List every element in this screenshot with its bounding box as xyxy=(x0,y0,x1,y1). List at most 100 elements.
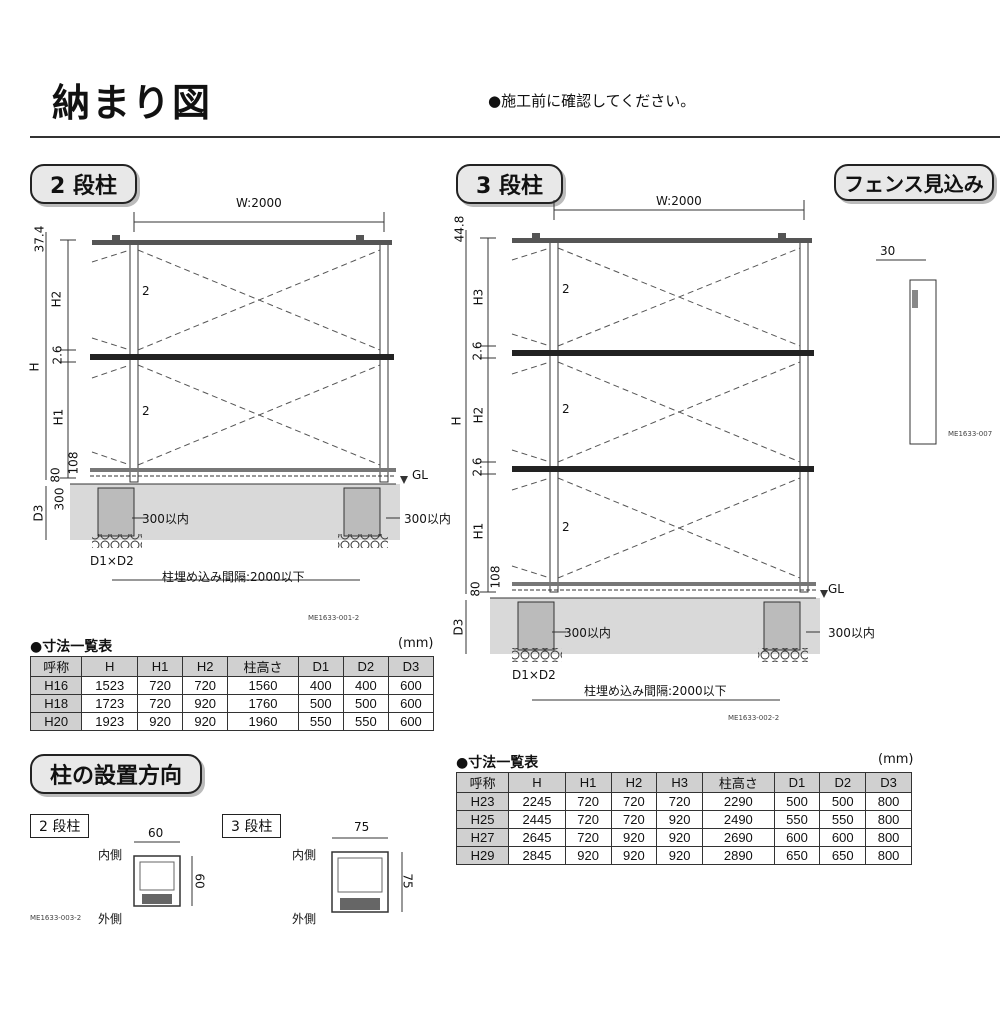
three-tier-gap-b: 2.6 xyxy=(470,457,485,477)
section-fence-depth-label: フェンス見込み xyxy=(834,164,994,201)
two-tier-width-label: W:2000 xyxy=(236,196,282,210)
column-header: D1 xyxy=(297,656,344,677)
table-cell: 720 xyxy=(656,792,704,811)
three-tier-within-300-left: 300以内 xyxy=(564,626,611,640)
table-cell: 1523 xyxy=(81,676,139,695)
table-cell: 550 xyxy=(297,712,344,731)
three-tier-post-spacing: 柱埋め込み間隔:2000以下 xyxy=(584,684,727,698)
table-cell: 600 xyxy=(819,828,867,847)
table-cell: 720 xyxy=(564,810,612,829)
table-cell: 1760 xyxy=(227,694,299,713)
table-cell: 500 xyxy=(297,694,344,713)
table-two-dimensions: 呼称 H H1 H2 柱高さ D1 D2 D3 H16 1523 720 720… xyxy=(29,656,435,731)
column-header: 呼称 xyxy=(29,656,83,677)
three-tier-clearance-bottom: 2 xyxy=(562,520,570,534)
table-three-unit: (mm) xyxy=(878,752,914,767)
fence-depth-value: 30 xyxy=(880,244,896,258)
orientation-inner-label-b: 内側 xyxy=(292,848,317,862)
table-cell: 920 xyxy=(137,712,184,731)
three-tier-width-label: W:2000 xyxy=(656,194,702,208)
table-cell: 2445 xyxy=(508,810,566,829)
table-cell: 500 xyxy=(342,694,389,713)
two-tier-clearance-upper: 2 xyxy=(142,284,150,298)
two-tier-fence-drawing xyxy=(45,212,408,581)
table-row: H29 2845 920 920 920 2890 650 650 800 xyxy=(455,846,912,865)
two-tier-top-offset: 37.4 xyxy=(32,225,47,253)
table-row: H25 2445 720 720 920 2490 550 550 800 xyxy=(455,810,912,829)
table-cell: 2490 xyxy=(702,810,775,829)
three-tier-top-offset: 44.8 xyxy=(452,215,467,243)
column-header: H1 xyxy=(137,656,184,677)
three-tier-gap-a: 2.6 xyxy=(470,341,485,361)
table-three-title: ●寸法一覧表 xyxy=(456,755,539,771)
three-tier-h3-label: H3 xyxy=(471,288,486,306)
table-cell: H27 xyxy=(455,828,510,847)
column-header: H xyxy=(508,772,566,793)
orientation-outer-label-b: 外側 xyxy=(292,912,317,926)
table-cell: 600 xyxy=(387,712,435,731)
two-tier-h2-label: H2 xyxy=(49,290,64,308)
column-header: D2 xyxy=(342,656,389,677)
table-cell: 1960 xyxy=(227,712,299,731)
column-header: H xyxy=(81,656,139,677)
fence-depth-code: ME1633-007 xyxy=(948,430,993,438)
orientation-three-height: 75 xyxy=(400,873,415,889)
two-tier-post-spacing: 柱埋め込み間隔:2000以下 xyxy=(162,570,305,584)
two-tier-within-300-left: 300以内 xyxy=(142,512,189,526)
two-tier-within-300-right: 300以内 xyxy=(404,512,451,526)
orientation-inner-label: 内側 xyxy=(98,848,123,862)
two-tier-hole-size: D1×D2 xyxy=(90,554,134,568)
two-tier-clearance-lower: 2 xyxy=(142,404,150,418)
table-cell: 920 xyxy=(610,828,658,847)
table-cell: 920 xyxy=(656,846,704,865)
three-tier-hole-size: D1×D2 xyxy=(512,668,556,682)
table-cell: 500 xyxy=(819,792,867,811)
header-note: ●施工前に確認してください。 xyxy=(488,92,696,110)
table-cell: 920 xyxy=(656,828,704,847)
table-cell: 1923 xyxy=(81,712,139,731)
three-tier-base-label: 80 xyxy=(468,581,483,597)
post-section-75 xyxy=(331,837,403,913)
table-cell: 800 xyxy=(865,810,912,829)
table-cell: 2245 xyxy=(508,792,566,811)
table-two-unit: (mm) xyxy=(398,636,434,651)
table-cell: 500 xyxy=(773,792,821,811)
three-tier-h2-label: H2 xyxy=(471,406,486,424)
table-cell: 600 xyxy=(387,676,435,695)
two-tier-h1-label: H1 xyxy=(51,408,66,426)
table-cell: 720 xyxy=(137,694,184,713)
two-tier-depth-label: 300 xyxy=(52,487,67,511)
three-tier-clearance-top: 2 xyxy=(562,282,570,296)
header-divider xyxy=(30,136,1000,138)
table-row: H16 1523 720 720 1560 400 400 600 xyxy=(29,676,435,695)
orientation-three-tier-label: 3 段柱 xyxy=(222,814,282,838)
table-cell: 2645 xyxy=(508,828,566,847)
post-section-60 xyxy=(133,841,193,907)
table-cell: 800 xyxy=(865,846,912,865)
table-cell: 550 xyxy=(342,712,389,731)
three-tier-fence-drawing xyxy=(465,200,828,701)
table-cell: 720 xyxy=(610,792,658,811)
table-cell: 720 xyxy=(564,828,612,847)
table-cell: 650 xyxy=(819,846,867,865)
table-cell: 400 xyxy=(342,676,389,695)
three-tier-within-300-right: 300以内 xyxy=(828,626,875,640)
table-cell: 720 xyxy=(137,676,184,695)
orientation-two-width: 60 xyxy=(148,826,164,840)
table-cell: 720 xyxy=(182,676,229,695)
table-cell: 920 xyxy=(182,694,229,713)
table-row: H23 2245 720 720 720 2290 500 500 800 xyxy=(455,792,912,811)
table-cell: 400 xyxy=(297,676,344,695)
table-cell: 2690 xyxy=(702,828,775,847)
table-cell: H25 xyxy=(455,810,510,829)
table-cell: H16 xyxy=(29,676,83,695)
column-header: D3 xyxy=(865,772,912,793)
table-three-header-row: 呼称 H H1 H2 H3 柱高さ D1 D2 D3 xyxy=(455,772,912,793)
table-two-header-row: 呼称 H H1 H2 柱高さ D1 D2 D3 xyxy=(29,656,435,677)
table-two-title: ●寸法一覧表 xyxy=(30,639,113,655)
table-cell: H29 xyxy=(455,846,510,865)
column-header: 柱高さ xyxy=(702,772,775,793)
column-header: H1 xyxy=(564,772,612,793)
column-header: H2 xyxy=(182,656,229,677)
orientation-two-height: 60 xyxy=(192,873,207,889)
